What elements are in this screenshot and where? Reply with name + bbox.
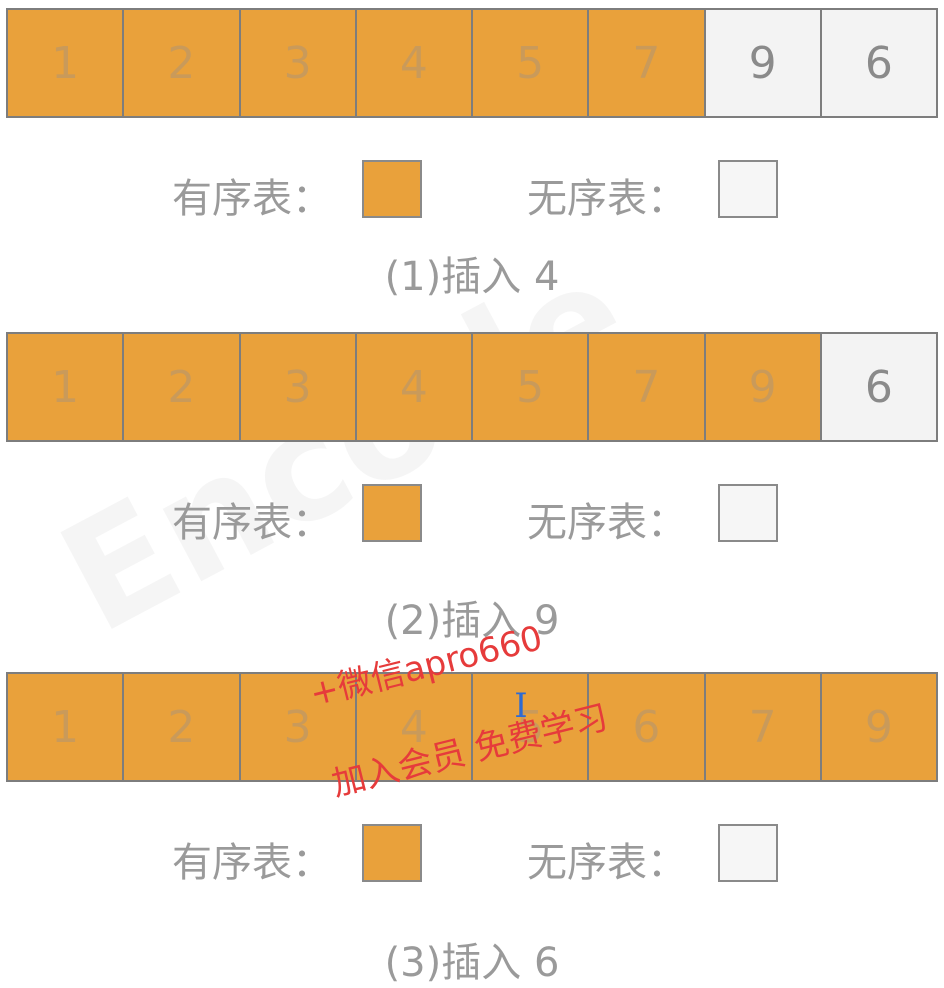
array-cell: 7 xyxy=(705,674,822,780)
sorted-legend-swatch xyxy=(362,160,422,218)
array-row: 1 2 3 4 5 7 9 6 xyxy=(6,8,938,118)
array-cell: 2 xyxy=(124,10,241,116)
unsorted-legend-label: 无序表： xyxy=(527,500,687,546)
sorted-legend-swatch xyxy=(362,824,422,882)
array-cell: 5 xyxy=(473,10,590,116)
legend: 有序表： 无序表： xyxy=(0,160,944,222)
array-cell: 3 xyxy=(240,674,357,780)
array-row: 1 2 3 4 5 6 7 9 xyxy=(6,672,938,782)
unsorted-legend-swatch xyxy=(718,484,778,542)
array-cell: 6 xyxy=(589,674,706,780)
array-cell: 6 xyxy=(821,334,936,440)
array-cell: 4 xyxy=(356,10,473,116)
array-cell: 5 xyxy=(473,334,590,440)
step-caption: (3)插入 6 xyxy=(384,940,560,986)
step-caption: (2)插入 9 xyxy=(384,598,560,644)
array-cell: 1 xyxy=(8,674,125,780)
sorted-legend-label: 有序表： xyxy=(172,176,332,222)
array-cell: 7 xyxy=(589,334,706,440)
array-cell: 9 xyxy=(821,674,936,780)
unsorted-legend-label: 无序表： xyxy=(527,176,687,222)
array-cell: 3 xyxy=(240,334,357,440)
unsorted-legend-label: 无序表： xyxy=(527,840,687,886)
unsorted-legend-swatch xyxy=(718,824,778,882)
step-caption: (1)插入 4 xyxy=(384,254,560,300)
array-cell: 7 xyxy=(589,10,706,116)
array-cell: 9 xyxy=(705,10,822,116)
array-cell: 4 xyxy=(356,334,473,440)
array-cell: 2 xyxy=(124,674,241,780)
array-cell: 1 xyxy=(8,10,125,116)
array-cell: 6 xyxy=(821,10,936,116)
text-cursor-icon: I xyxy=(514,686,528,726)
array-cell: 1 xyxy=(8,334,125,440)
sorted-legend-swatch xyxy=(362,484,422,542)
unsorted-legend-swatch xyxy=(718,160,778,218)
array-cell: 4 xyxy=(356,674,473,780)
array-row: 1 2 3 4 5 7 9 6 xyxy=(6,332,938,442)
array-cell: 3 xyxy=(240,10,357,116)
legend: 有序表： 无序表： xyxy=(0,824,944,886)
array-cell: 2 xyxy=(124,334,241,440)
sorted-legend-label: 有序表： xyxy=(172,500,332,546)
legend: 有序表： 无序表： xyxy=(0,484,944,546)
sorted-legend-label: 有序表： xyxy=(172,840,332,886)
array-cell: 5 xyxy=(473,674,590,780)
array-cell: 9 xyxy=(705,334,822,440)
